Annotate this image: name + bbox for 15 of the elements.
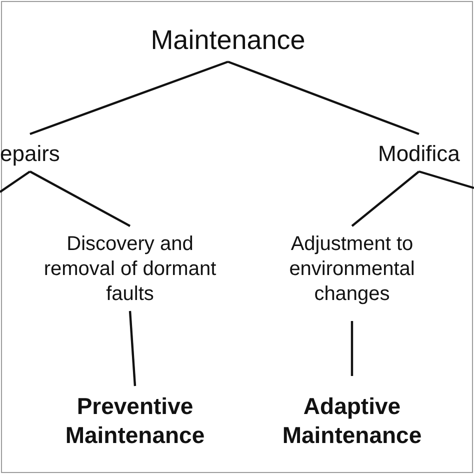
node-text: Maintenance [150,24,306,57]
node-text: Modifica [378,140,460,168]
heading-text: Preventive Maintenance [64,392,206,450]
connector-line [30,60,228,136]
connector-line [418,170,474,190]
connector-line [0,170,31,193]
heading-text: Adaptive Maintenance [281,392,423,450]
connector-line [128,310,136,386]
node-text: Discovery and removal of dormant faults [42,232,218,307]
node-text: Adjustment to environmental changes [288,232,416,307]
connector-line [228,60,420,136]
connector-line [29,170,131,227]
node-text: epairs [0,140,60,168]
connector-line [351,170,420,227]
connector-line [350,321,354,376]
